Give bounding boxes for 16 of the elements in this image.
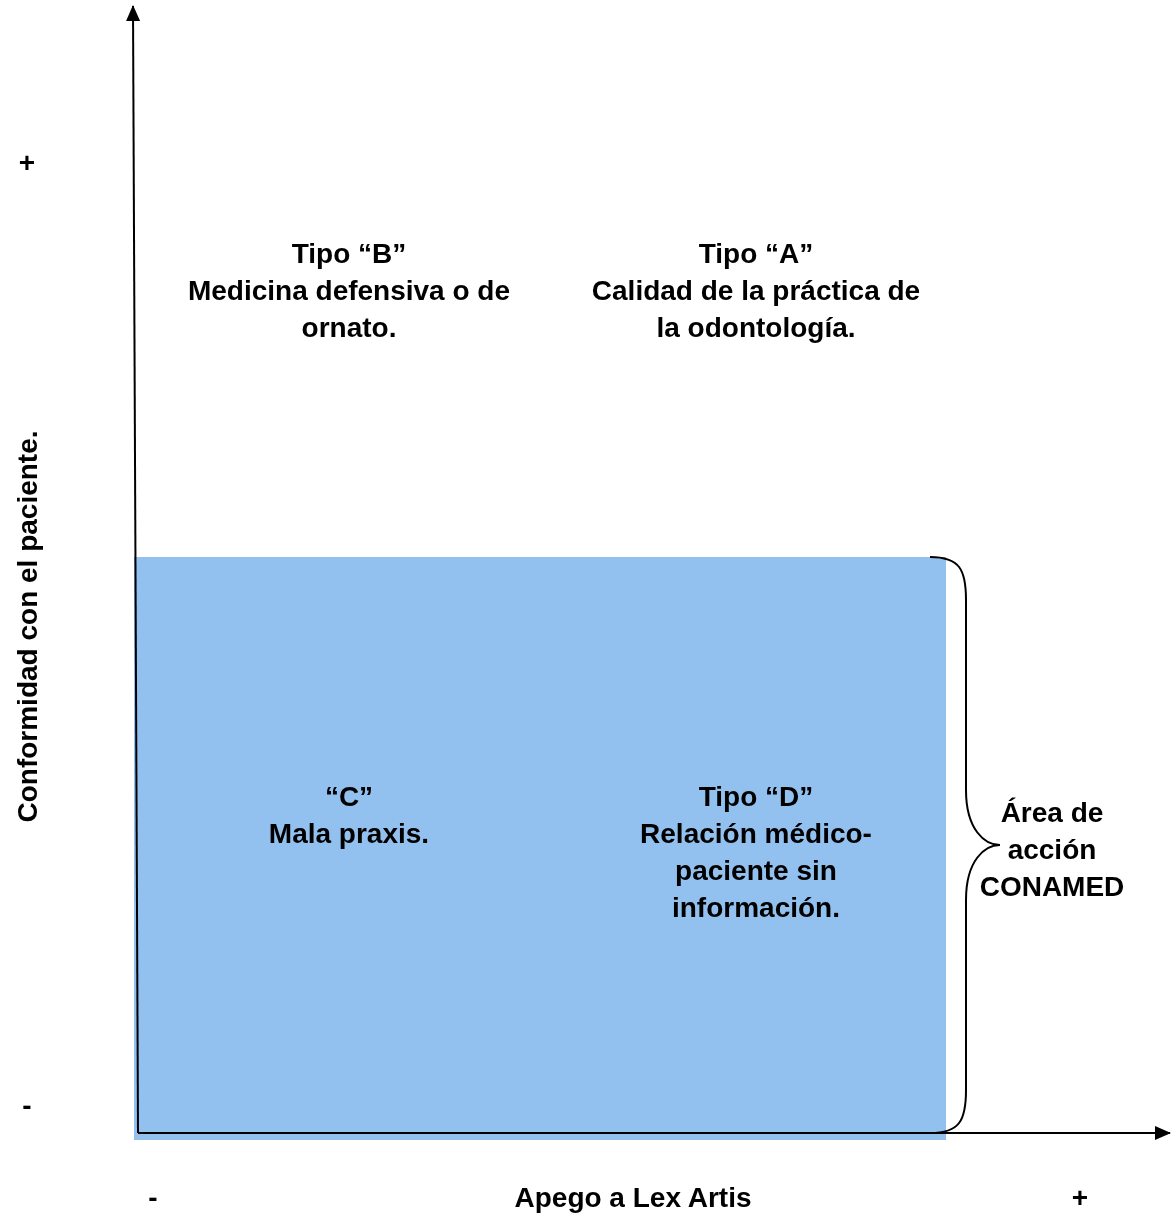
quadrant-heading: Tipo “D” [697,780,815,814]
bracket-label: Área de acción CONAMED [978,796,1126,904]
quadrant-heading: Tipo “B” [290,237,408,271]
quadrant-text: Mala praxis. [267,817,431,851]
quadrant-text: Relación médico-paciente sin información. [639,817,873,925]
axis-sign: - [21,1089,33,1123]
quadrant-heading: “C” [323,780,375,814]
quadrant-heading: Tipo “A” [697,237,815,271]
shaded-region [134,557,946,1140]
axis-title: Conformidad con el paciente. [10,429,44,825]
axis-title: Apego a Lex Artis [513,1181,753,1215]
axis-sign: + [1070,1181,1090,1215]
axis-sign: - [147,1181,159,1215]
axis-sign: + [17,146,37,180]
quadrant-text: Medicina defensiva o de ornato. [186,274,512,345]
quadrant-text: Calidad de la práctica de la odontología. [590,274,922,345]
